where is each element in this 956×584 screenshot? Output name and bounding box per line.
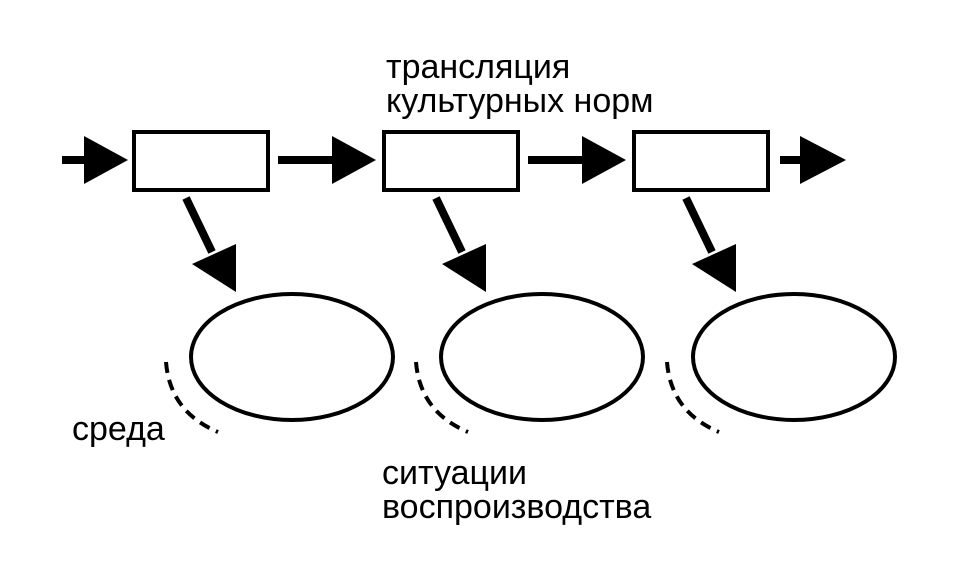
diag-arrow-3-head: [692, 244, 736, 292]
reproduction-situations-label-line2: воспроизводства: [382, 488, 652, 526]
environment-label: среда: [72, 410, 165, 448]
chain-row: [62, 130, 846, 192]
reproduction-situations: [189, 292, 897, 422]
transmission-box-1: [132, 130, 270, 192]
environment-arc-2: [414, 361, 469, 434]
diag-arrow-1-head: [192, 244, 236, 292]
chain-arrow-1-2-head: [332, 136, 376, 184]
transmission-box-3: [632, 130, 770, 192]
chain-arrow-entry-head: [84, 136, 128, 184]
cultural-norms-label-line1: трансляция: [386, 48, 571, 86]
diag-arrow-2-head: [442, 244, 486, 292]
diag-arrow-1-shaft: [182, 196, 216, 254]
reproduction-arrows: [182, 196, 736, 292]
chain-arrow-2-3-head: [582, 136, 626, 184]
cultural-norms-label-line2: культурных норм: [386, 82, 654, 120]
reproduction-situations-label-line1: ситуации: [382, 454, 527, 492]
diag-arrow-2-shaft: [432, 196, 466, 254]
situation-ellipse-1: [189, 292, 395, 422]
transmission-box-2: [382, 130, 520, 192]
situation-ellipse-2: [439, 292, 645, 422]
cultural-norms-label: трансляция культурных норм: [386, 50, 654, 118]
environment-arc-3: [665, 361, 720, 434]
reproduction-situations-label: ситуации воспроизводства: [382, 456, 651, 524]
diag-arrow-3-shaft: [682, 196, 716, 254]
environment-arc-1: [164, 361, 219, 434]
chain-arrow-exit-head: [800, 136, 846, 184]
environment-arcs: [164, 361, 720, 434]
situation-ellipse-3: [691, 292, 897, 422]
